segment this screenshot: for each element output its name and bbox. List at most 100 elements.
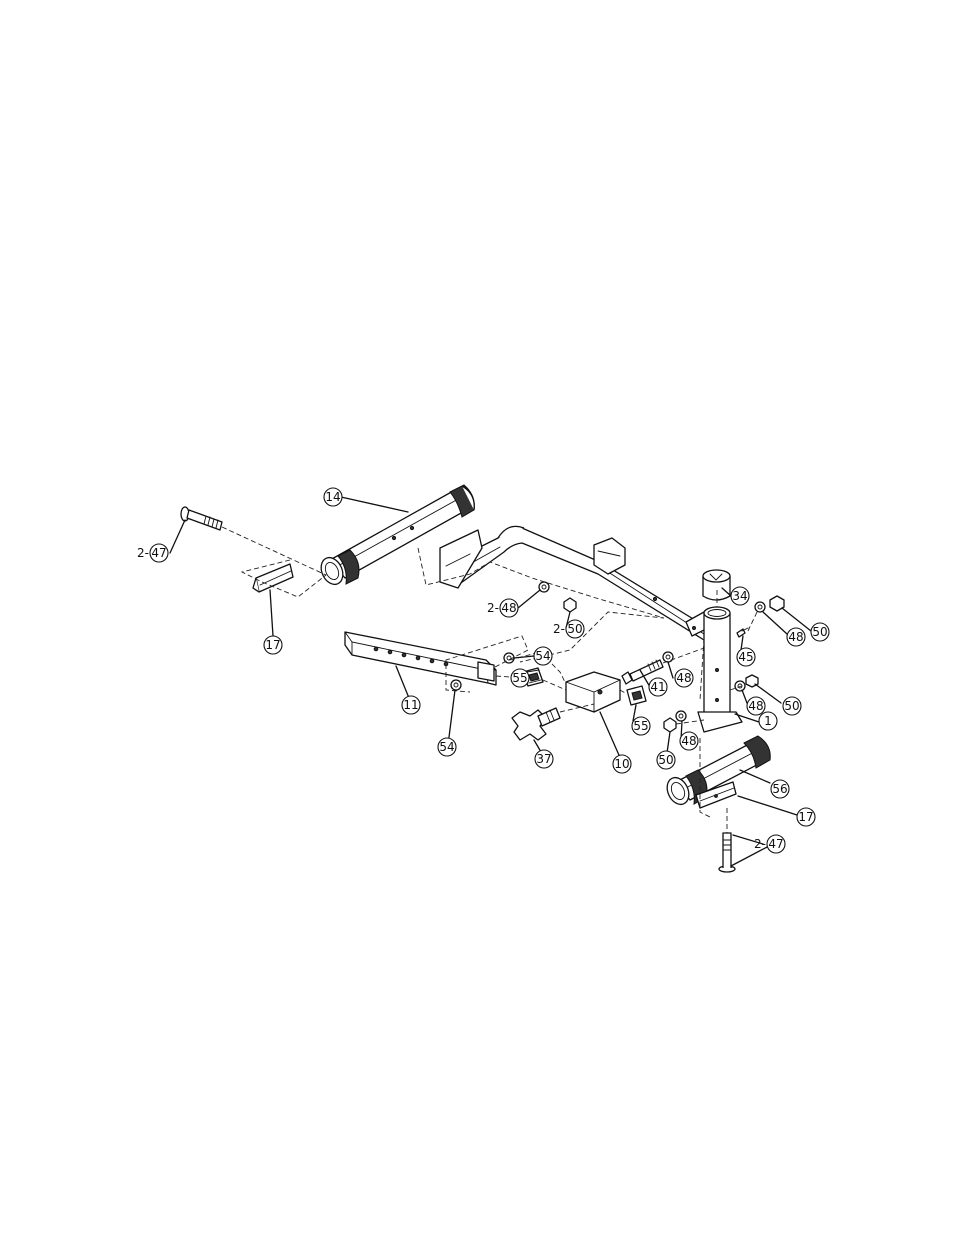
callout-34-5: 34 (730, 586, 750, 606)
callout-circle (674, 668, 694, 688)
callout-54-8: 54 (533, 646, 553, 666)
callout-circle (510, 668, 530, 688)
callout-11-13: 11 (401, 695, 421, 715)
callout-number: 50 (567, 622, 582, 636)
upright-post (697, 606, 743, 733)
callout-45-9: 45 (736, 647, 756, 667)
callout-circle (499, 598, 519, 618)
rear-carriage-bolt (718, 832, 736, 873)
callout-number: 11 (403, 698, 418, 712)
callout-54-18: 54 (437, 737, 457, 757)
callout-number: 55 (633, 719, 648, 733)
callout-50-7: 50 (810, 622, 830, 642)
callout-circle (401, 695, 421, 715)
callout-circle (263, 635, 283, 655)
washer-48-upper (754, 601, 766, 613)
washer-48-post (734, 680, 746, 692)
callout-number: 1 (764, 714, 772, 728)
callout-circle (679, 731, 699, 751)
square-insert-right (626, 685, 647, 706)
callout-50-20: 50 (656, 750, 676, 770)
callout-10-21: 10 (612, 754, 632, 774)
callout-number: 48 (501, 601, 516, 615)
callout-number: 48 (681, 734, 696, 748)
callout-17-24: 17 (796, 807, 816, 827)
hex-bolt (621, 659, 664, 685)
sliding-adjustment-tube (344, 631, 497, 686)
callout-circle (648, 677, 668, 697)
callout-number: 34 (732, 589, 747, 603)
assembly-guide-lines (221, 526, 758, 833)
callout-50-15: 50 (782, 696, 802, 716)
callout-50-4: 502- (553, 619, 585, 639)
callout-number: 14 (325, 490, 340, 504)
callout-number: 45 (738, 650, 753, 664)
callout-48-3: 482- (487, 598, 519, 618)
nut-50-frame (563, 597, 577, 613)
nut-50-upper (769, 595, 785, 612)
front-stabilizer-tube (320, 484, 475, 586)
nut-50-lower (663, 717, 677, 733)
callout-48-12: 48 (674, 668, 694, 688)
callout-circle (534, 749, 554, 769)
callout-leader-lines (169, 496, 812, 867)
callout-quantity-prefix: 2- (553, 622, 565, 636)
callout-circle (533, 646, 553, 666)
callout-number: 50 (812, 625, 827, 639)
front-carriage-bolt (180, 506, 223, 531)
callout-number: 48 (748, 699, 763, 713)
rear-stabilizer-tube (666, 735, 771, 806)
callout-number: 47 (151, 546, 166, 560)
callout-number: 10 (614, 757, 629, 771)
callout-circle (730, 586, 750, 606)
callout-circle (766, 834, 786, 854)
small-screw (736, 627, 749, 638)
callout-14-0: 14 (323, 487, 343, 507)
callout-quantity-prefix: 2- (754, 837, 766, 851)
callout-number: 17 (798, 810, 813, 824)
callout-circle (612, 754, 632, 774)
callout-number: 50 (784, 699, 799, 713)
callout-circle (770, 779, 790, 799)
callout-number: 50 (658, 753, 673, 767)
callout-circle (786, 627, 806, 647)
callout-circle (796, 807, 816, 827)
callout-circle (758, 711, 778, 731)
slide-bracket (565, 671, 621, 713)
callout-47-1: 472- (137, 543, 169, 563)
callout-circle (437, 737, 457, 757)
callout-47-25: 472- (754, 834, 786, 854)
adjustment-knob (511, 707, 561, 741)
callout-number: 41 (650, 680, 665, 694)
callout-55-16: 55 (631, 716, 651, 736)
callout-56-22: 56 (770, 779, 790, 799)
callout-number: 48 (676, 671, 691, 685)
callout-circle (631, 716, 651, 736)
callout-17-2: 17 (263, 635, 283, 655)
washer-48-bolt (662, 651, 674, 663)
callout-quantity-prefix: 2- (137, 546, 149, 560)
callout-quantity-prefix: 2- (487, 601, 499, 615)
callout-circle (782, 696, 802, 716)
callout-circle (810, 622, 830, 642)
main-frame-tube (439, 525, 709, 641)
callout-number: 56 (772, 782, 787, 796)
callout-circle (736, 647, 756, 667)
callout-48-19: 48 (679, 731, 699, 751)
washer-54-lower (450, 679, 462, 691)
rear-saddle-bracket (695, 781, 737, 809)
callout-circle (323, 487, 343, 507)
callout-number: 48 (788, 630, 803, 644)
callout-circle (746, 696, 766, 716)
washer-48-frame (538, 581, 550, 593)
front-saddle-bracket (252, 563, 294, 593)
callout-48-14: 48 (746, 696, 766, 716)
callout-1-17: 1 (758, 711, 778, 731)
callout-circle (149, 543, 169, 563)
callout-number: 55 (512, 671, 527, 685)
callout-number: 54 (439, 740, 454, 754)
callout-number: 47 (768, 837, 783, 851)
callout-41-11: 41 (648, 677, 668, 697)
